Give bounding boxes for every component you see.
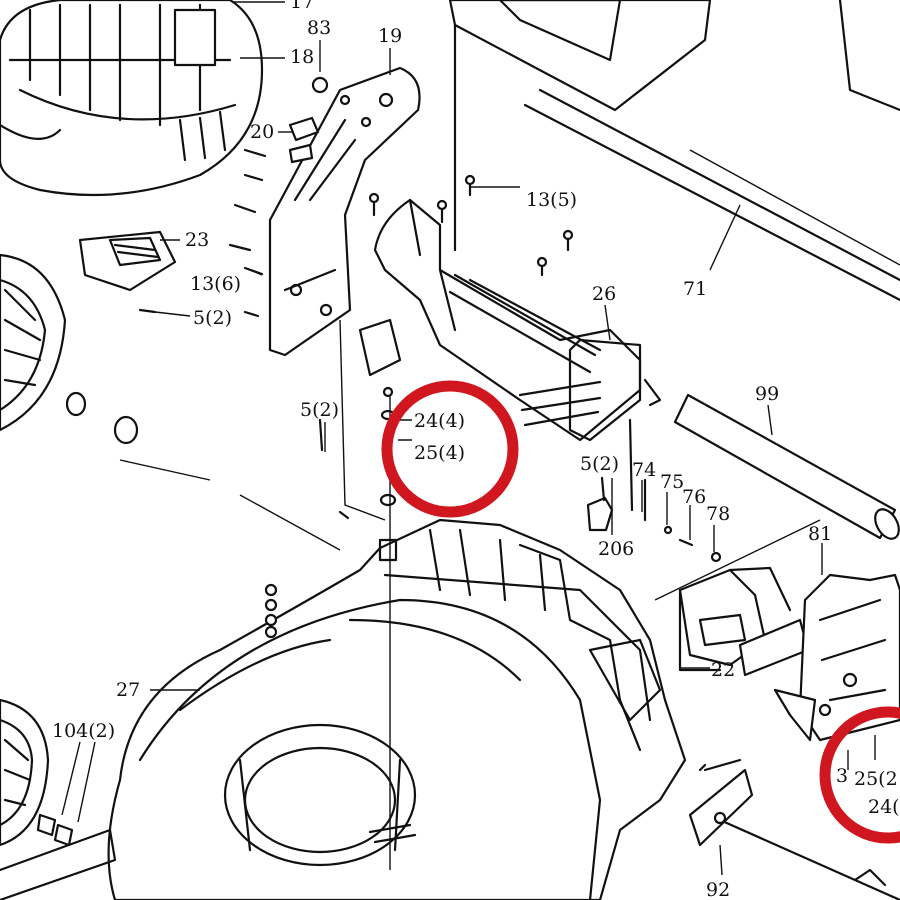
label-74: 74: [632, 459, 656, 481]
label-18: 18: [290, 46, 314, 68]
part-labels: 17 83 19 18 20 13(5) 23 13(6) 5(2) 26 71…: [52, 0, 900, 900]
cylinder-rod: [673, 393, 900, 540]
label-23: 23: [185, 229, 209, 251]
lever-assembly: [773, 573, 900, 742]
label-78: 78: [706, 503, 730, 525]
label-13-5: 13(5): [526, 189, 577, 211]
label-17: 17: [290, 0, 314, 13]
label-76: 76: [682, 486, 706, 508]
label-26: 26: [592, 283, 616, 305]
label-25-4: 25(4): [414, 442, 465, 464]
label-104-2: 104(2): [52, 720, 115, 742]
rear-axle: [688, 758, 900, 900]
left-wheel-bottom: [0, 698, 117, 900]
top-cover: [448, 0, 900, 302]
label-206: 206: [598, 538, 634, 560]
label-24-right: 24(: [868, 796, 900, 818]
label-24-4: 24(4): [414, 410, 465, 432]
switch-box: [678, 566, 810, 677]
label-5-2-c: 5(2): [580, 453, 619, 475]
label-5-2-b: 5(2): [300, 399, 339, 421]
label-5-2-a: 5(2): [193, 307, 232, 329]
highlight-circle-right: [819, 706, 900, 844]
motor-housing: [0, 0, 264, 197]
label-99: 99: [755, 383, 779, 405]
label-83: 83: [307, 17, 331, 39]
small-components: [78, 76, 351, 292]
label-20: 20: [250, 121, 274, 143]
label-92: 92: [706, 879, 730, 900]
label-25-2: 25(2: [854, 768, 898, 790]
small-parts-right: [586, 418, 722, 563]
highlight-circle-center: [381, 380, 519, 518]
label-13-6: 13(6): [190, 273, 241, 295]
highlight-circles: [381, 380, 900, 844]
washer-stack: [264, 386, 398, 639]
central-frame: [358, 198, 662, 442]
label-22: 22: [711, 659, 735, 681]
label-19: 19: [378, 25, 402, 47]
label-81: 81: [808, 523, 832, 545]
label-71: 71: [683, 278, 707, 300]
label-75: 75: [660, 471, 684, 493]
leader-lines: [61, 1, 876, 876]
label-27: 27: [116, 679, 140, 701]
left-wheel-top: [0, 253, 139, 445]
label-3: 3: [836, 765, 848, 787]
handle-bracket: [268, 66, 421, 357]
mower-deck: [107, 518, 687, 900]
